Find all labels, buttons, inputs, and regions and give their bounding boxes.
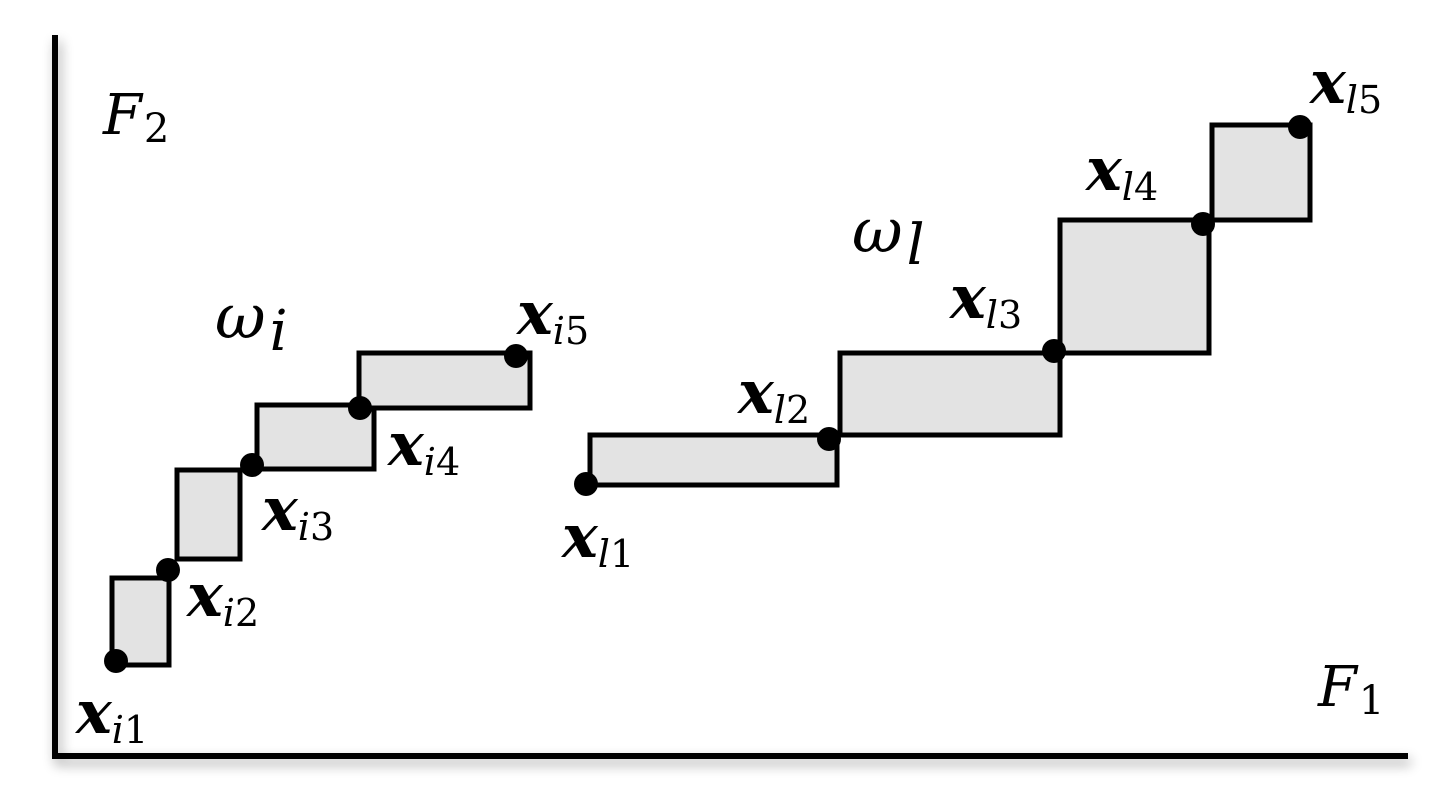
label-x-l4: xl4 <box>1084 135 1158 209</box>
box-l-1 <box>587 432 840 488</box>
label-x-i4: xi4 <box>386 410 460 484</box>
x-axis-label-sub: 1 <box>1359 678 1384 724</box>
point-x-l5 <box>1288 115 1312 139</box>
axes-lines <box>52 35 1408 759</box>
group-i-omega-sub: i <box>270 299 288 364</box>
label-x-l1: xl1 <box>560 502 634 576</box>
box-i-2 <box>174 467 243 562</box>
group-l-points <box>574 115 1312 496</box>
label-x-i5: xi5 <box>515 279 589 353</box>
label-x-i3: xi3 <box>260 475 334 549</box>
x-axis-label: F1 <box>1317 655 1384 724</box>
point-x-l2 <box>817 427 841 451</box>
group-i-name: ωi <box>215 280 287 364</box>
group-l-boxes <box>587 122 1313 488</box>
group-i-points <box>104 344 528 673</box>
point-x-l4 <box>1191 212 1215 236</box>
box-l-4 <box>1209 122 1313 223</box>
group-i-omega: ω <box>215 280 266 353</box>
point-x-i5 <box>504 344 528 368</box>
box-l-3 <box>1057 217 1212 356</box>
box-i-4 <box>356 350 533 411</box>
group-i-boxes <box>109 350 533 668</box>
point-x-l3 <box>1042 339 1066 363</box>
label-x-l3: xl3 <box>948 263 1022 337</box>
label-x-i1: xi1 <box>74 678 148 752</box>
group-l-name: ωl <box>852 194 924 278</box>
point-x-i3 <box>240 453 264 477</box>
point-x-i4 <box>348 396 372 420</box>
box-l-2 <box>837 350 1063 438</box>
point-x-i1 <box>104 649 128 673</box>
y-axis-label-letter: F <box>102 83 144 148</box>
label-x-i2: xi2 <box>185 561 259 635</box>
label-x-l2: xl2 <box>736 358 810 432</box>
y-axis-label-sub: 2 <box>144 106 169 152</box>
label-x-l5: xl5 <box>1308 48 1382 122</box>
group-l-omega-sub: l <box>907 213 925 278</box>
point-x-l1 <box>574 472 598 496</box>
x-axis-label-letter: F <box>1317 655 1359 720</box>
y-axis-label: F2 <box>102 83 169 152</box>
group-l-omega: ω <box>852 194 903 267</box>
point-x-i2 <box>156 558 180 582</box>
